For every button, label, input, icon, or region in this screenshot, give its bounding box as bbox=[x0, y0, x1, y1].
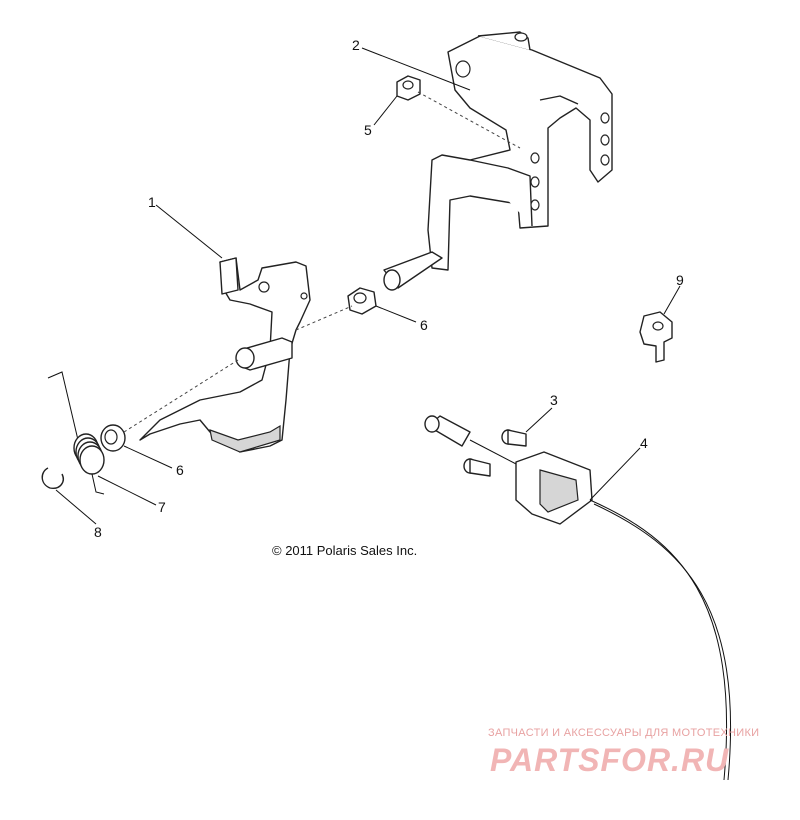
cable-assembly bbox=[424, 415, 732, 781]
assembly-line-6-lower bbox=[123, 359, 239, 433]
callout-6-lower: 6 bbox=[176, 462, 184, 478]
pin-3a bbox=[501, 429, 527, 447]
callout-5: 5 bbox=[364, 122, 372, 138]
nut-5 bbox=[396, 75, 421, 101]
leader-6-lower bbox=[123, 445, 173, 469]
leader-5 bbox=[373, 95, 398, 126]
bushing-6-lower bbox=[100, 424, 126, 452]
leader-4 bbox=[589, 447, 641, 501]
callout-4: 4 bbox=[640, 435, 648, 451]
torsion-spring bbox=[47, 371, 105, 495]
leader-6-upper bbox=[375, 305, 417, 323]
watermark-logo: PARTSFOR.RU bbox=[490, 742, 730, 778]
cable-clip bbox=[639, 311, 673, 363]
e-clip bbox=[41, 467, 64, 489]
leader-7 bbox=[97, 475, 157, 506]
callout-8: 8 bbox=[94, 524, 102, 540]
leader-1 bbox=[155, 204, 223, 259]
callout-9: 9 bbox=[676, 272, 684, 288]
pin-3b bbox=[463, 458, 491, 477]
watermark-tagline: ЗАПЧАСТИ И АКСЕССУАРЫ ДЛЯ МОТОТЕХНИКИ bbox=[488, 727, 760, 739]
leader-3 bbox=[525, 407, 553, 433]
copyright-notice: © 2011 Polaris Sales Inc. bbox=[272, 543, 418, 558]
callout-1: 1 bbox=[148, 194, 156, 210]
callout-2: 2 bbox=[352, 37, 360, 53]
bushing-6-upper bbox=[347, 287, 377, 315]
leader-2 bbox=[361, 47, 471, 91]
assembly-line-6-upper bbox=[295, 305, 353, 331]
callout-3: 3 bbox=[550, 392, 558, 408]
callout-7: 7 bbox=[158, 499, 166, 515]
mounting-bracket bbox=[383, 31, 613, 291]
leader-8 bbox=[55, 489, 97, 525]
assembly-line-5 bbox=[417, 91, 521, 149]
leader-9 bbox=[663, 285, 681, 315]
brake-lever bbox=[139, 257, 311, 453]
callout-6-upper: 6 bbox=[420, 317, 428, 333]
